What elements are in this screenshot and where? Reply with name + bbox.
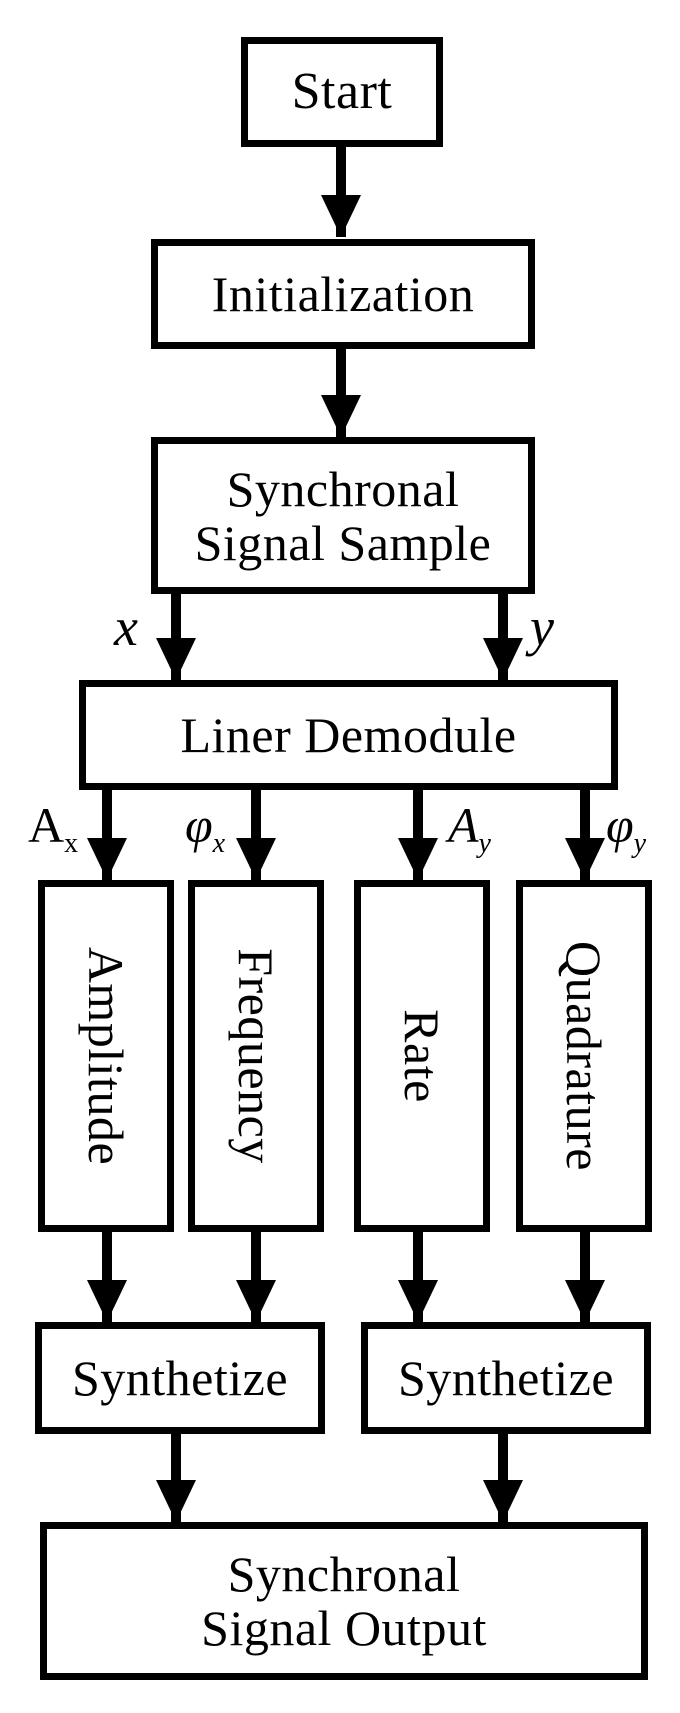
liner-demodule-label: Liner Demodule: [180, 707, 517, 763]
y-signal-label: y: [530, 597, 554, 657]
synthetize-right-label: Synthetize: [397, 1350, 615, 1406]
start-label: Start: [291, 62, 393, 120]
x-signal-label: x: [114, 597, 138, 657]
quadrature-label: Quadrature: [556, 941, 613, 1171]
rate-box: Rate: [354, 880, 490, 1232]
phiy-label: φy: [606, 797, 647, 859]
quadrature-box: Quadrature: [516, 880, 652, 1232]
phix-label: φx: [185, 797, 226, 859]
signal-output-label-2: Signal Output: [201, 1600, 487, 1656]
synthetize-right-box: Synthetize: [361, 1322, 651, 1434]
start-box: Start: [241, 37, 443, 147]
ay-label: Ay: [448, 797, 491, 859]
amplitude-box: Amplitude: [38, 880, 174, 1232]
initialization-label: Initialization: [211, 266, 475, 322]
synthetize-left-label: Synthetize: [71, 1350, 289, 1406]
liner-demodule-box: Liner Demodule: [79, 680, 618, 790]
frequency-label: Frequency: [228, 948, 285, 1164]
amplitude-label: Amplitude: [78, 946, 134, 1166]
signal-sample-box: Synchronal Signal Sample: [151, 437, 535, 594]
signal-sample-label-2: Signal Sample: [194, 514, 492, 571]
signal-output-box: Synchronal Signal Output: [40, 1522, 648, 1680]
initialization-box: Initialization: [151, 239, 535, 349]
rate-label: Rate: [393, 1009, 450, 1103]
ax-label: Ax: [28, 797, 79, 859]
frequency-box: Frequency: [188, 880, 324, 1232]
signal-output-label-1: Synchronal: [227, 1546, 461, 1602]
signal-sample-label-1: Synchronal: [226, 460, 460, 517]
synthetize-left-box: Synthetize: [35, 1322, 325, 1434]
